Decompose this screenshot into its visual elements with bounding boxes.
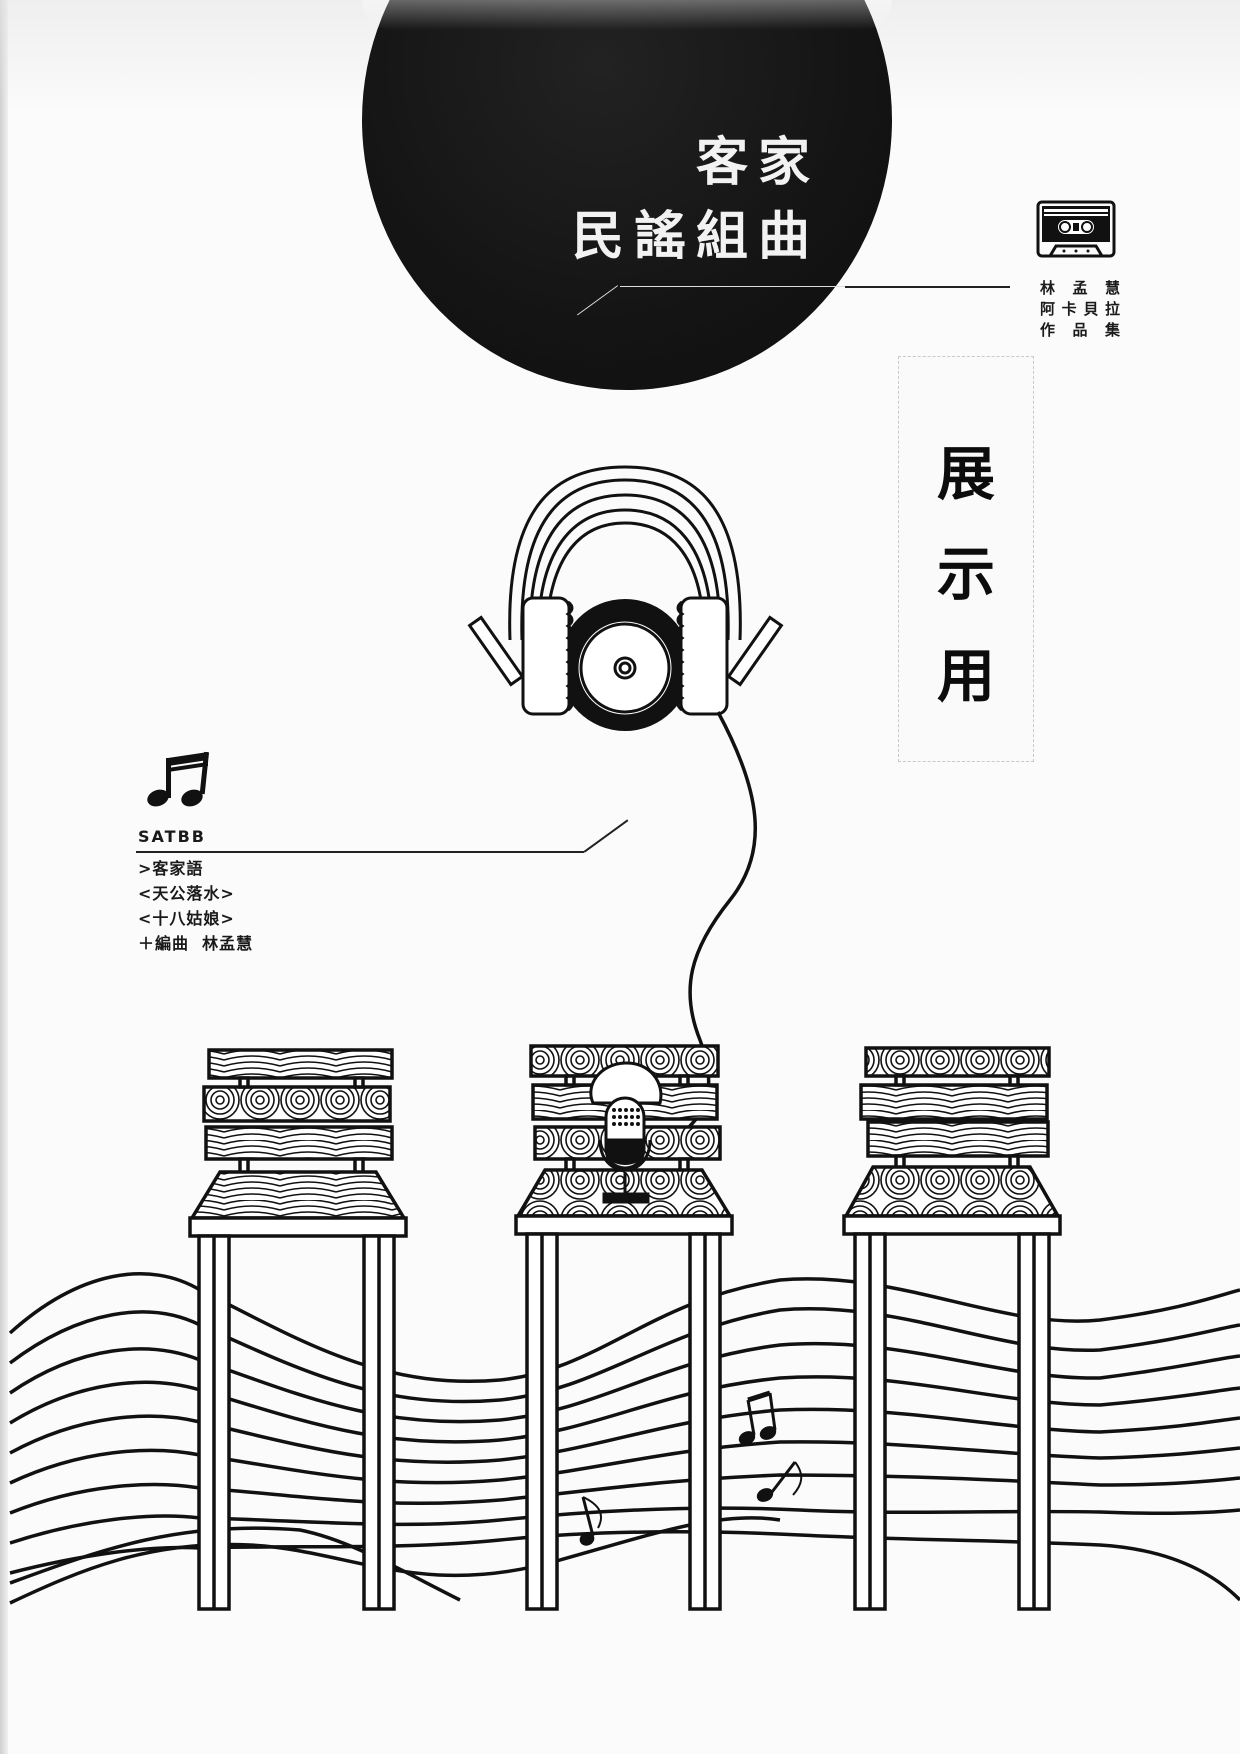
- sticker-char-2: 示: [936, 540, 995, 608]
- disc-sheen: [362, 0, 892, 30]
- title-divider-extension: [845, 286, 1010, 288]
- page-edge: [0, 0, 8, 1754]
- title-divider: [620, 286, 1010, 287]
- sticker-char-3: 用: [936, 642, 995, 710]
- info-arranger: ＋編曲 林孟慧: [138, 934, 254, 953]
- title-line-1: 客家: [695, 133, 820, 193]
- display-only-sticker: 展 示 用: [898, 356, 1034, 762]
- wavy-staff-lines: [8, 1272, 1240, 1605]
- cassette-tape-icon: [1036, 200, 1116, 258]
- info-list: >客家語 <天公落水> <十八姑娘> ＋編曲 林孟慧: [138, 856, 253, 956]
- sticker-char-1: 展: [936, 440, 995, 508]
- title-line-2: 民謠組曲: [571, 207, 820, 267]
- chair-right: [842, 1046, 1062, 1611]
- headphones-icon: [467, 465, 784, 731]
- series-line-1: 林 孟 慧: [1040, 279, 1120, 297]
- info-song-1: <天公落水>: [138, 884, 235, 903]
- series-line-3: 作 品 集: [1040, 321, 1120, 339]
- info-song-2: <十八姑娘>: [138, 909, 235, 928]
- music-notes-icon: [579, 1390, 803, 1546]
- info-divider: [136, 851, 584, 853]
- beamed-eighth-notes-icon: [147, 751, 210, 807]
- voicing-label: SATBB: [138, 827, 206, 846]
- series-label: 林 孟 慧 阿 卡 貝 拉 作 品 集: [1040, 278, 1120, 341]
- microphone-icon: [589, 1061, 663, 1204]
- chair-left: [188, 1048, 408, 1611]
- series-line-2: 阿 卡 貝 拉: [1040, 300, 1120, 318]
- info-language: >客家語: [138, 859, 204, 878]
